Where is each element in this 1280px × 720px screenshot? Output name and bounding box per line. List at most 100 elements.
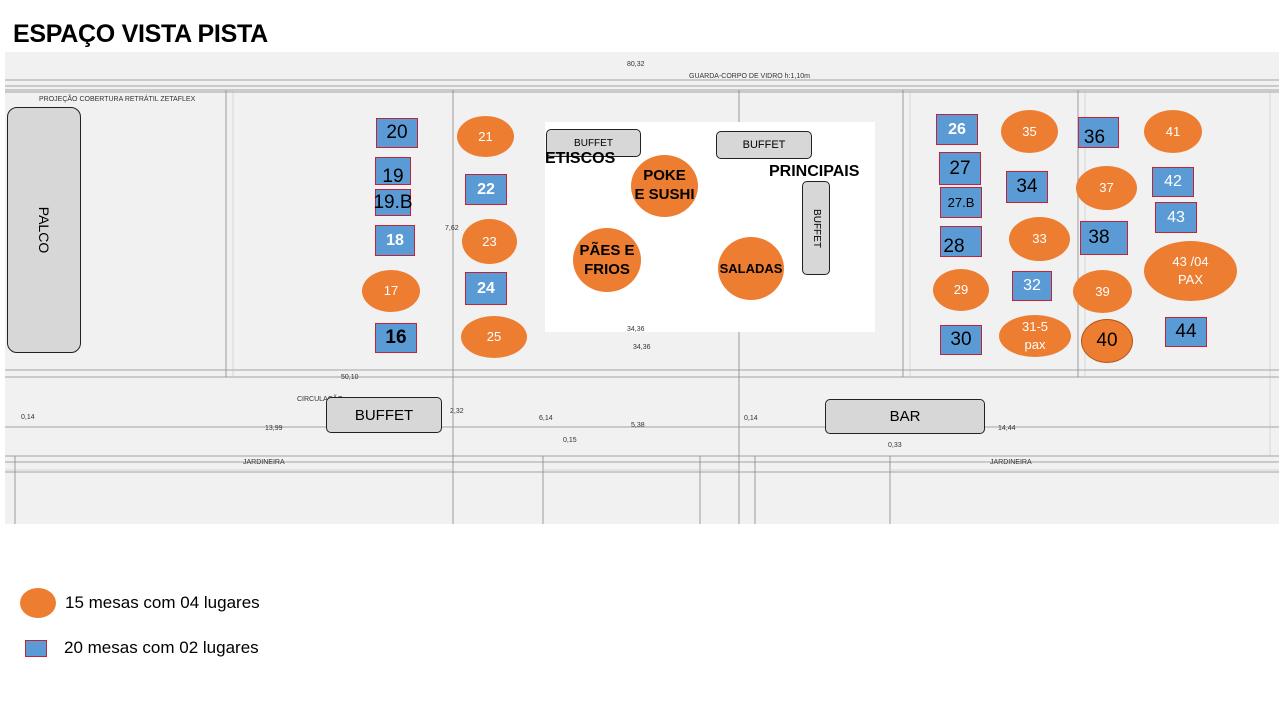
table-number: 17 <box>383 283 399 299</box>
table-27b[interactable]: 27.B <box>940 187 982 218</box>
table-42[interactable]: 42 <box>1152 167 1194 197</box>
table-36[interactable]: 36 <box>1078 117 1119 148</box>
roof-projection-label: PROJEÇÃO COBERTURA RETRÁTIL ZETAFLEX <box>39 94 196 103</box>
table-34[interactable]: 34 <box>1006 171 1048 203</box>
table-20[interactable]: 20 <box>376 118 418 148</box>
table-23[interactable]: 23 <box>462 219 517 264</box>
dim-top-label: 80,32 <box>627 61 645 68</box>
bar-label: BAR <box>889 408 921 425</box>
table-number: 19.B <box>373 191 413 213</box>
table-number: 34 <box>1016 176 1038 197</box>
table-number: 33 <box>1032 231 1047 247</box>
bar: BAR <box>825 399 985 434</box>
stage: PALCO <box>7 107 81 353</box>
dim-label: 0,14 <box>744 415 758 422</box>
table-17[interactable]: 17 <box>362 270 420 312</box>
table-38[interactable]: 38 <box>1080 221 1128 255</box>
table-25[interactable]: 25 <box>461 316 527 358</box>
table-43[interactable]: 43 <box>1155 202 1197 233</box>
table-30[interactable]: 30 <box>940 325 982 355</box>
table-number: 32 <box>1023 277 1041 294</box>
table-number: 20 <box>386 122 408 143</box>
table-number: 42 <box>1164 173 1182 190</box>
legend-round-label: 15 mesas com 04 lugares <box>65 593 260 612</box>
table-40[interactable]: 40 <box>1081 319 1133 363</box>
buffet-bottom-label: BUFFET <box>354 406 414 424</box>
table-27[interactable]: 27 <box>939 152 981 185</box>
table-35[interactable]: 35 <box>1001 110 1058 153</box>
table-number: 40 <box>1096 330 1118 352</box>
table-33[interactable]: 33 <box>1009 217 1070 261</box>
table-number: 44 <box>1175 321 1197 342</box>
dim-label: 50,10 <box>341 374 359 381</box>
circulation-label: CIRCULAÇÃO <box>297 394 343 403</box>
table-18[interactable]: 18 <box>375 225 415 256</box>
zone-poke-sushi-label: POKE E SUSHI <box>634 167 695 203</box>
table-number: 28 <box>943 235 965 257</box>
buffet-principais-label: BUFFET <box>742 139 786 151</box>
table-number: 18 <box>386 231 404 249</box>
dim-label: 0,15 <box>563 437 577 444</box>
table-number: 23 <box>482 233 497 249</box>
page-title: ESPAÇO VISTA PISTA <box>13 20 268 48</box>
table-43-4pax[interactable]: 43 /04 PAX <box>1144 241 1237 301</box>
zone-etiscos: ETISCOS <box>545 150 616 167</box>
table-21[interactable]: 21 <box>457 116 514 157</box>
table-16[interactable]: 16 <box>375 323 417 353</box>
zone-poke-sushi: POKE E SUSHI <box>631 155 698 217</box>
floor-plan: 80,32 GUARDA-CORPO DE VIDRO h:1,10m PROJ… <box>5 52 1279 524</box>
buffet-vertical: BUFFET <box>802 181 830 275</box>
table-24[interactable]: 24 <box>465 272 507 305</box>
table-number: 41 <box>1165 123 1181 139</box>
legend-square-swatch <box>25 639 47 657</box>
table-number: 24 <box>477 279 495 297</box>
table-number: 43 /04 PAX <box>1172 254 1209 287</box>
table-number: 36 <box>1083 126 1106 148</box>
table-number: 22 <box>477 180 495 198</box>
legend-round-swatch <box>20 588 56 618</box>
legend-square-label: 20 mesas com 02 lugares <box>64 638 259 657</box>
zone-saladas: SALADAS <box>718 237 784 300</box>
table-41[interactable]: 41 <box>1144 110 1202 153</box>
table-31[interactable]: 31-5 pax <box>999 315 1071 357</box>
table-number: 26 <box>948 120 966 138</box>
dim-label: 0,33 <box>888 442 902 449</box>
table-number: 27 <box>949 157 971 179</box>
zone-principais: PRINCIPAIS <box>769 163 860 180</box>
planter-label-right: JARDINEIRA <box>990 459 1032 466</box>
dim-label: 5,38 <box>631 422 645 429</box>
table-22[interactable]: 22 <box>465 174 507 205</box>
dim-label: 7,62 <box>445 225 459 232</box>
table-39[interactable]: 39 <box>1073 270 1132 313</box>
buffet-principais: BUFFET <box>716 131 812 159</box>
buffet-etiscos-label: BUFFET <box>574 137 613 149</box>
zone-saladas-label: SALADAS <box>719 260 783 276</box>
table-number: 19 <box>382 166 404 187</box>
buffet-bottom: BUFFET <box>326 397 442 433</box>
table-28[interactable]: 28 <box>940 226 982 257</box>
planter-label-left: JARDINEIRA <box>243 459 285 466</box>
table-number: 37 <box>1099 180 1114 196</box>
table-44[interactable]: 44 <box>1165 317 1207 347</box>
table-number: 25 <box>486 329 502 345</box>
table-19[interactable]: 19 <box>375 157 411 187</box>
table-number: 38 <box>1088 227 1110 248</box>
zone-paes-frios: PÃES E FRIOS <box>573 228 641 292</box>
table-26[interactable]: 26 <box>936 114 978 145</box>
legend-round: 15 mesas com 04 lugares <box>20 588 260 618</box>
stage-label: PALCO <box>36 206 52 254</box>
table-number: 21 <box>478 128 493 144</box>
table-29[interactable]: 29 <box>933 269 989 311</box>
table-32[interactable]: 32 <box>1012 271 1052 301</box>
table-number: 30 <box>950 329 972 350</box>
dim-label: 6,14 <box>539 415 553 422</box>
glass-rail-label: GUARDA-CORPO DE VIDRO h:1,10m <box>689 73 810 80</box>
buffet-etiscos: BUFFET <box>546 129 641 157</box>
dim-label: 2,32 <box>450 408 464 415</box>
dim-label: 34,36 <box>633 344 651 351</box>
table-number: 16 <box>385 327 407 348</box>
table-19b[interactable]: 19.B <box>373 189 413 216</box>
dim-label: 34,36 <box>627 326 645 333</box>
table-number: 29 <box>953 282 969 298</box>
table-37[interactable]: 37 <box>1076 166 1137 210</box>
